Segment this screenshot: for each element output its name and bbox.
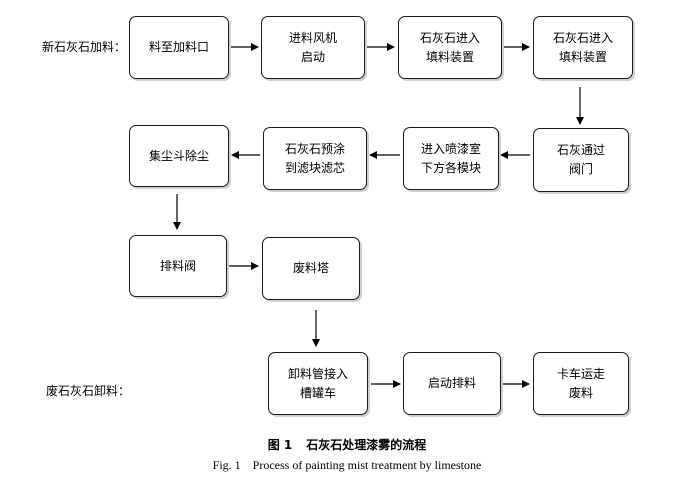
node-precoat-filter-line-2: 到滤块滤芯 — [284, 160, 345, 175]
node-limestone-enter-1-line-1: 石灰石进入 — [419, 30, 480, 45]
node-discharge-pipe-line-2: 槽罐车 — [299, 385, 336, 400]
node-limestone-enter-1: 石灰石进入 填料装置 — [398, 16, 502, 79]
node-start-discharge-line-1: 启动排料 — [427, 376, 476, 390]
node-discharge-pipe: 卸料管接入 槽罐车 — [268, 352, 368, 415]
node-dust-hopper: 集尘斗除尘 — [129, 125, 229, 187]
row-label-add: 新石灰石加料： — [42, 40, 127, 54]
node-precoat-filter-line-1: 石灰石预涂 — [284, 141, 345, 156]
node-truck-haul-line-1: 卡车运走 — [556, 366, 605, 381]
node-feed-port-line-1: 料至加料口 — [148, 40, 209, 54]
node-spray-booth-line-1: 进入喷漆室 — [420, 141, 481, 156]
row-label-unload: 废石灰石卸料： — [46, 384, 131, 398]
node-limestone-enter-2-line-2: 填料装置 — [558, 49, 607, 64]
node-limestone-enter-2-line-1: 石灰石进入 — [552, 30, 613, 45]
figure-number-cn: 图 1 — [267, 438, 293, 452]
node-truck-haul-line-2: 废料 — [568, 385, 593, 400]
node-fan-start-line-1: 进料风机 — [288, 30, 337, 45]
node-discharge-valve: 排料阀 — [129, 235, 227, 297]
node-discharge-pipe-line-1: 卸料管接入 — [287, 366, 348, 381]
node-start-discharge: 启动排料 — [403, 352, 501, 415]
node-lime-valve-line-1: 石灰通过 — [556, 143, 605, 157]
figure-caption-cn: 图 1 石灰石处理漆雾的流程 — [0, 436, 694, 453]
node-dust-hopper-line-1: 集尘斗除尘 — [148, 148, 209, 163]
node-truck-haul: 卡车运走 废料 — [533, 352, 629, 415]
figure-title-cn: 石灰石处理漆雾的流程 — [306, 438, 427, 452]
node-lime-valve: 石灰通过 阀门 — [533, 128, 629, 192]
node-limestone-enter-1-line-2: 填料装置 — [425, 49, 474, 64]
node-precoat-filter: 石灰石预涂 到滤块滤芯 — [263, 127, 367, 190]
node-fan-start: 进料风机 启动 — [261, 16, 365, 79]
node-fan-start-line-2: 启动 — [300, 49, 325, 64]
node-feed-port: 料至加料口 — [129, 16, 229, 79]
node-limestone-enter-2: 石灰石进入 填料装置 — [533, 16, 633, 79]
figure-caption-en: Fig. 1 Process of painting mist treatmen… — [212, 458, 482, 472]
node-discharge-valve-line-1: 排料阀 — [159, 258, 196, 273]
node-spray-booth: 进入喷漆室 下方各模块 — [403, 127, 499, 190]
node-spray-booth-line-2: 下方各模块 — [420, 160, 481, 175]
node-waste-tower-line-1: 废料塔 — [292, 261, 329, 275]
node-lime-valve-line-2: 阀门 — [568, 162, 593, 176]
node-waste-tower: 废料塔 — [262, 237, 360, 300]
